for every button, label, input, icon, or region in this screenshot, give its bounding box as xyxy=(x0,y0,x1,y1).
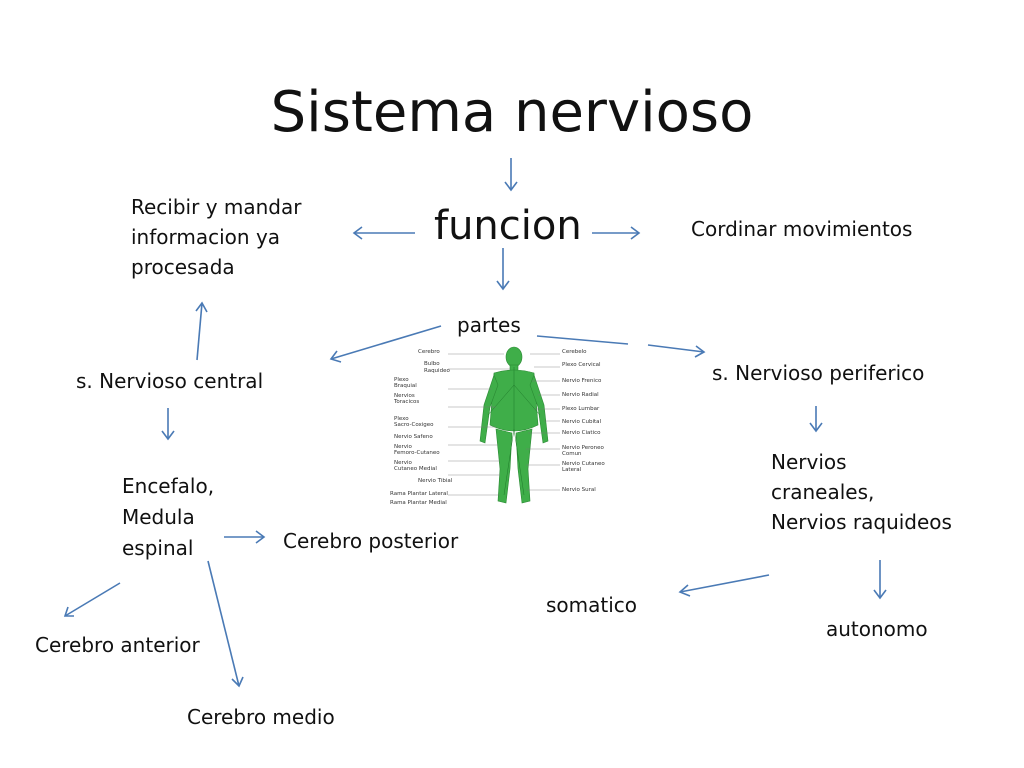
arrow-central-to-recibir xyxy=(195,301,208,361)
arrow-funcion-to-partes xyxy=(496,248,510,291)
figure-label: Plexo xyxy=(394,377,409,383)
body-silhouette xyxy=(479,346,549,504)
arrow-encefalo-to-medio xyxy=(207,560,244,688)
node-encefalo-line-1: Encefalo, xyxy=(122,474,215,498)
figure-label: Cerebelo xyxy=(562,349,587,355)
figure-label: Plexo Cervical xyxy=(562,362,601,368)
figure-label: Plexo xyxy=(394,416,409,422)
figure-label: Femoro-Cutaneo xyxy=(394,450,440,456)
figure-label: Sacro-Coxigeo xyxy=(394,422,434,428)
figure-labels-right: Cerebelo Plexo Cervical Nervio Frenico N… xyxy=(562,349,605,493)
arrow-funcion-to-recibir xyxy=(352,226,415,240)
label-leaders xyxy=(448,353,560,496)
figure-label: Nervio Safeno xyxy=(394,434,433,440)
arrow-partes-to-periferico xyxy=(536,335,706,358)
node-encefalo-line-2: Medula xyxy=(122,505,195,529)
figure-label: Comun xyxy=(562,451,582,457)
figure-label: Nervio Ciatico xyxy=(562,430,601,436)
node-cerebro-anterior: Cerebro anterior xyxy=(35,633,200,657)
node-periferico: s. Nervioso periferico xyxy=(712,361,925,385)
arrow-nervios-to-autonomo xyxy=(873,560,887,600)
figure-label: Nervio Tibial xyxy=(418,478,453,484)
arrow-partes-to-central xyxy=(329,325,442,363)
slide-title: Sistema nervioso xyxy=(270,80,754,145)
node-recibir-line-1: Recibir y mandar xyxy=(131,195,302,219)
nervous-system-figure: Cerebro Bulbo Raquideo Plexo Braquial Ne… xyxy=(390,346,605,506)
node-encefalo-line-3: espinal xyxy=(122,536,194,560)
center-node-funcion: funcion xyxy=(434,203,582,249)
figure-label: Nervio Cutaneo xyxy=(562,461,605,467)
node-somatico: somatico xyxy=(546,593,638,617)
figure-label: Plexo Lumbar xyxy=(562,406,600,412)
figure-label: Rama Plantar Medial xyxy=(390,500,447,506)
figure-label: Toracicos xyxy=(393,399,419,405)
node-recibir-line-2: informacion ya xyxy=(131,225,281,249)
nerve-lines xyxy=(487,367,541,496)
node-autonomo: autonomo xyxy=(826,617,928,641)
arrow-central-to-encefalo xyxy=(161,408,175,441)
figure-label: Nervio Frenico xyxy=(562,378,602,384)
figure-labels-left: Cerebro Bulbo Raquideo Plexo Braquial Ne… xyxy=(390,349,453,506)
arrow-encefalo-to-anterior xyxy=(63,582,121,617)
figure-label: Nervio xyxy=(394,460,413,466)
arrow-periferico-to-nervios xyxy=(809,406,823,433)
node-nervios-line-2: craneales, xyxy=(771,480,875,504)
figure-label: Nervio xyxy=(394,444,413,450)
figure-label: Nervio Peroneo xyxy=(562,445,605,451)
figure-label: Lateral xyxy=(562,467,582,473)
node-cerebro-medio: Cerebro medio xyxy=(187,705,335,729)
node-central: s. Nervioso central xyxy=(76,369,264,393)
arrow-funcion-to-cordinar xyxy=(592,226,641,240)
arrow-title-to-funcion xyxy=(504,158,518,192)
figure-label: Bulbo xyxy=(424,361,440,367)
figure-label: Nervio Cubital xyxy=(562,419,602,425)
figure-label: Braquial xyxy=(394,383,417,389)
figure-label: Nervio Radial xyxy=(562,392,599,398)
figure-label: Raquideo xyxy=(424,368,450,374)
figure-label: Rama Plantar Lateral xyxy=(390,491,448,497)
node-cordinar: Cordinar movimientos xyxy=(691,217,913,241)
node-nervios-line-3: Nervios raquideos xyxy=(771,510,952,534)
figure-label: Nervios xyxy=(394,393,415,399)
node-cerebro-posterior: Cerebro posterior xyxy=(283,529,459,553)
figure-label: Cutaneo Medial xyxy=(394,466,437,472)
arrow-nervios-to-somatico xyxy=(678,574,770,597)
node-partes: partes xyxy=(457,313,521,337)
node-recibir-line-3: procesada xyxy=(131,255,235,279)
arrow-encefalo-to-posterior xyxy=(224,530,266,544)
figure-label: Cerebro xyxy=(418,349,440,355)
node-nervios-line-1: Nervios xyxy=(771,450,847,474)
figure-label: Nervio Sural xyxy=(562,487,596,493)
